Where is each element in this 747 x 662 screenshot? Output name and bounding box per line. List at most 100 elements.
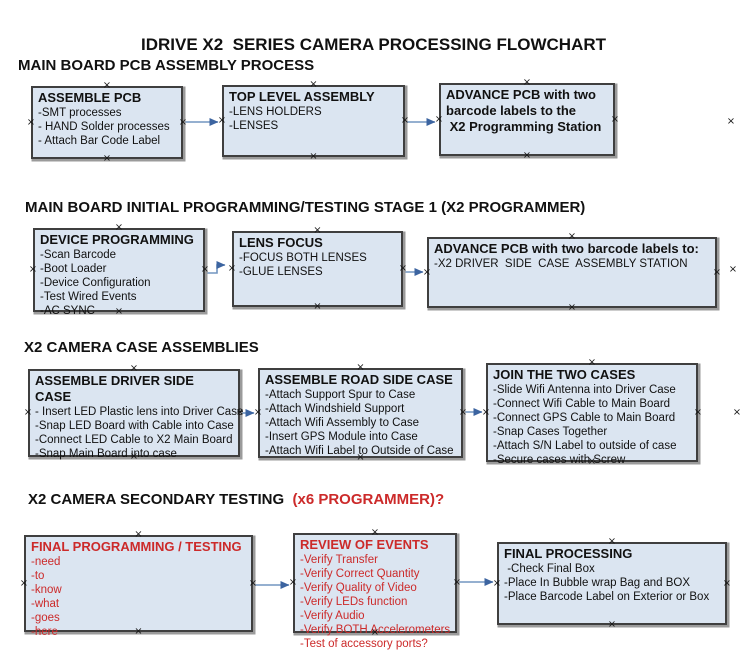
connection-handle-icon: × bbox=[178, 116, 188, 128]
connection-handle-icon: × bbox=[129, 363, 139, 374]
flow-box-top-level-assembly: TOP LEVEL ASSEMBLY -LENS HOLDERS -LENSES bbox=[222, 85, 405, 157]
flow-box-item: -need bbox=[31, 556, 61, 568]
section-header-text: (x6 PROGRAMMER)? bbox=[292, 491, 445, 508]
flow-box-item: -Snap LED Board with Cable into Case bbox=[35, 420, 234, 432]
connection-handle-icon: × bbox=[610, 113, 620, 125]
flow-box-item: -Snap Cases Together bbox=[493, 426, 608, 438]
flow-box-item: -Attach Wifi Assembly to Case bbox=[265, 417, 420, 429]
connection-handle-icon: × bbox=[458, 407, 468, 418]
section-header-text: MAIN BOARD PCB ASSEMBLY PROCESS bbox=[18, 57, 315, 74]
connection-handle-icon: × bbox=[313, 301, 322, 312]
connection-handle-icon: × bbox=[607, 536, 617, 547]
connection-point-icon: × bbox=[728, 264, 738, 275]
connection-handle-icon: × bbox=[567, 302, 577, 313]
connection-handle-icon: × bbox=[370, 627, 380, 638]
connection-handle-icon: × bbox=[313, 225, 322, 236]
flow-box-item: -Verify LEDs function bbox=[300, 596, 408, 608]
flow-box-assemble-pcb: ASSEMBLE PCB-SMT processes- HAND Solder … bbox=[31, 86, 183, 159]
connection-handle-icon: × bbox=[481, 406, 491, 418]
connection-point-icon: × bbox=[726, 116, 736, 127]
flow-box-title: FINAL PROCESSING bbox=[504, 546, 633, 561]
flow-box-item: -LENSES bbox=[229, 120, 279, 132]
flow-box-final-processing: FINAL PROCESSING -Check Final Box -Place … bbox=[497, 542, 727, 625]
flow-box-item: - Attach Bar Code Label bbox=[38, 135, 161, 147]
flow-box-item: -Connect Wifi Cable to Main Board bbox=[493, 398, 671, 410]
flow-box-item: -Boot Loader bbox=[40, 263, 107, 275]
flow-box-item: -Place In Bubble wrap Bag and BOX bbox=[504, 577, 691, 589]
section-header-main-board-initial-programming: MAIN BOARD INITIAL PROGRAMMING/TESTING S… bbox=[25, 199, 585, 216]
section-header-text: X2 CAMERA CASE ASSEMBLIES bbox=[24, 339, 259, 356]
flow-box-assemble-driver-side-case: ASSEMBLE DRIVER SIDE CASE - Insert LED Pl… bbox=[28, 369, 244, 460]
flow-box-item: -AC SYNC bbox=[40, 305, 95, 317]
flow-box-assemble-road-side-case: ASSEMBLE ROAD SIDE CASE -Attach Support S… bbox=[258, 368, 463, 458]
connection-handle-icon: × bbox=[434, 113, 444, 125]
connection-handle-icon: × bbox=[356, 452, 365, 463]
connection-handle-icon: × bbox=[227, 263, 237, 274]
section-header-text: X2 CAMERA SECONDARY TESTING bbox=[28, 491, 293, 508]
connection-handle-icon: × bbox=[114, 306, 124, 317]
flow-box-item: -what bbox=[31, 598, 60, 610]
flow-box-item: -Test Wired Events bbox=[40, 291, 137, 303]
connection-handle-icon: × bbox=[356, 362, 365, 373]
flow-box-item: - HAND Solder processes bbox=[38, 121, 170, 133]
flow-box-item: -Verify Audio bbox=[300, 610, 365, 622]
flow-box-item: -Attach Windshield Support bbox=[265, 403, 405, 415]
flow-box-item: -Insert GPS Module into Case bbox=[265, 431, 418, 443]
flow-box-title: LENS FOCUS bbox=[239, 235, 323, 250]
connection-handle-icon: × bbox=[288, 577, 298, 588]
flow-box-item: -Attach Support Spur to Case bbox=[265, 389, 416, 401]
flow-box-join-the-two-cases: JOIN THE TWO CASES -Slide Wifi Antenna in… bbox=[486, 363, 698, 466]
flow-box-item: -FOCUS BOTH LENSES bbox=[239, 252, 367, 264]
flow-box-item: -Scan Barcode bbox=[40, 249, 117, 261]
flow-box-item: -Connect GPS Cable to Main Board bbox=[493, 412, 676, 424]
connection-handle-icon: × bbox=[712, 266, 722, 278]
flow-box-item: -Slide Wifi Antenna into Driver Case bbox=[493, 384, 676, 396]
connection-handle-icon: × bbox=[248, 577, 258, 589]
flow-box-item: -X2 DRIVER SIDE CASE ASSEMBLY STATION bbox=[434, 258, 688, 270]
flow-box-item: - Insert LED Plastic lens into Driver Ca… bbox=[35, 406, 244, 418]
connection-handle-icon: × bbox=[217, 115, 227, 126]
flow-box-item: -Attach S/N Label to outside of case bbox=[493, 440, 677, 452]
flow-box-review-of-events: REVIEW OF EVENTS-Verify Transfer-Verify … bbox=[293, 533, 457, 650]
connection-handle-icon: × bbox=[114, 222, 124, 233]
flow-box-item: -LENS HOLDERS bbox=[229, 106, 322, 118]
flow-box-item: -Attach Wifi Label to Outside of Case bbox=[265, 445, 454, 457]
connection-handle-icon: × bbox=[398, 263, 408, 274]
flow-box-item: -Connect LED Cable to X2 Main Board bbox=[35, 434, 233, 446]
flow-box-advance-pcb-with-two: ADVANCE PCB with two barcode labels to t… bbox=[439, 83, 615, 156]
flow-box-item: -Verify Correct Quantity bbox=[300, 568, 420, 580]
flow-box-item: -here bbox=[31, 626, 58, 638]
flow-box-item: -Device Configuration bbox=[40, 277, 151, 289]
flow-box-title: JOIN THE TWO CASES bbox=[493, 367, 636, 382]
flow-box-title: TOP LEVEL ASSEMBLY bbox=[229, 89, 375, 104]
connection-handle-icon: × bbox=[102, 80, 112, 91]
flow-box-title: ADVANCE PCB with two barcode labels to: bbox=[434, 241, 699, 256]
section-header-main-board-pcb-assembly: MAIN BOARD PCB ASSEMBLY PROCESS bbox=[18, 57, 314, 74]
connection-point-icon: × bbox=[732, 407, 742, 418]
connection-handle-icon: × bbox=[587, 456, 597, 467]
connection-handle-icon: × bbox=[693, 406, 703, 418]
connection-handle-icon: × bbox=[522, 150, 532, 161]
flow-box-title: DEVICE PROGRAMMING bbox=[40, 232, 194, 247]
flow-box-item: -Verify Transfer bbox=[300, 554, 378, 566]
flow-box-final-programming-testing: FINAL PROGRAMMING / TESTING-need-to-know… bbox=[24, 535, 253, 638]
flow-box-item: -Test of accessory ports? bbox=[300, 638, 428, 650]
flow-box-device-programming: DEVICE PROGRAMMING -Scan Barcode -Boot Loa… bbox=[33, 228, 205, 317]
connection-handle-icon: × bbox=[400, 115, 410, 126]
connection-handle-icon: × bbox=[19, 577, 29, 589]
flow-box-item: -SMT processes bbox=[38, 107, 122, 119]
connection-handle-icon: × bbox=[26, 116, 36, 128]
flow-box-title: ASSEMBLE DRIVER SIDE CASE bbox=[35, 373, 198, 404]
connection-handle-icon: × bbox=[607, 619, 617, 630]
connection-handle-icon: × bbox=[309, 79, 318, 90]
flow-box-title: ASSEMBLE ROAD SIDE CASE bbox=[265, 372, 453, 387]
connection-handle-icon: × bbox=[134, 626, 143, 637]
flow-box-lens-focus: LENS FOCUS-FOCUS BOTH LENSES-GLUE LENSES bbox=[232, 231, 403, 307]
connection-handle-icon: × bbox=[587, 357, 597, 368]
flow-box-item: -know bbox=[31, 584, 62, 596]
flow-box-item: -Check Final Box bbox=[504, 563, 595, 575]
connection-handle-icon: × bbox=[422, 266, 432, 278]
connection-handle-icon: × bbox=[309, 151, 318, 162]
flow-box-title: ADVANCE PCB with two barcode labels to t… bbox=[446, 87, 602, 134]
